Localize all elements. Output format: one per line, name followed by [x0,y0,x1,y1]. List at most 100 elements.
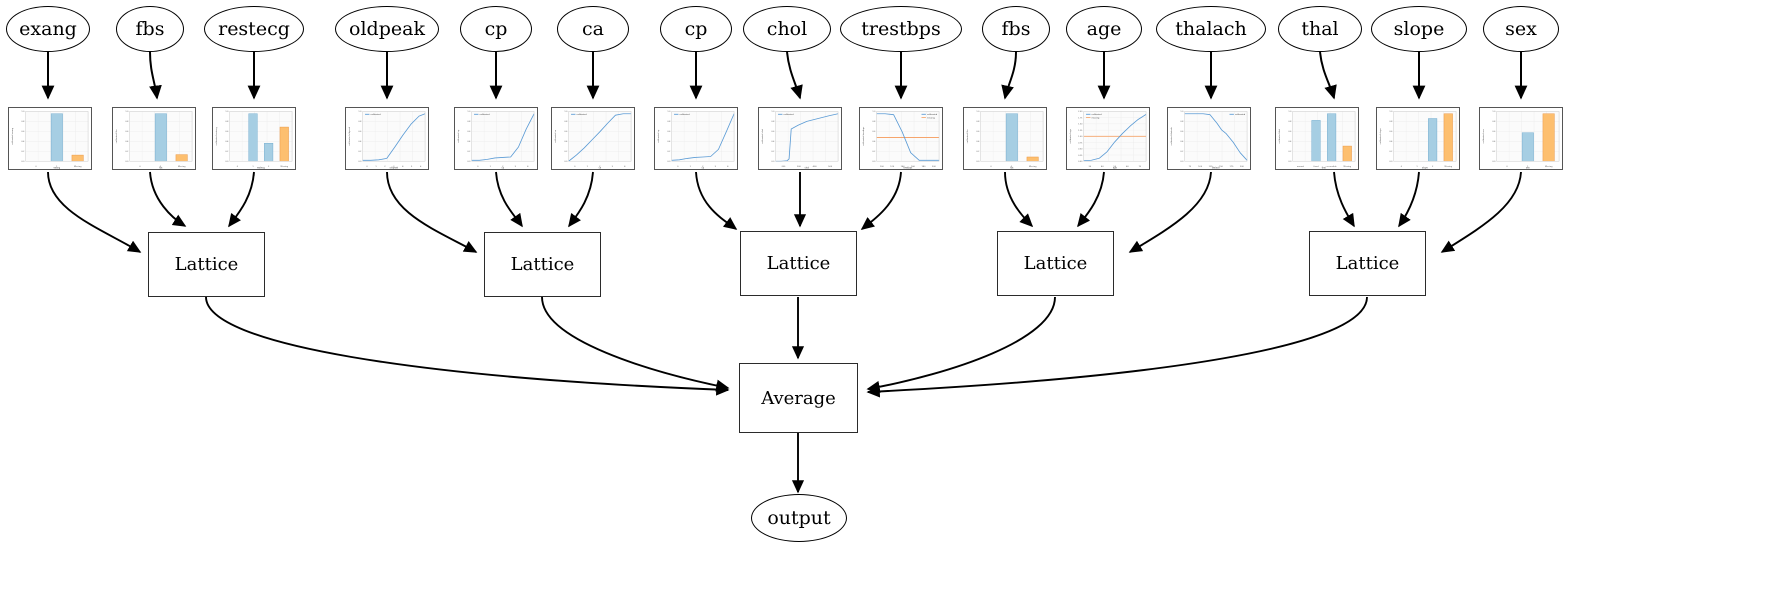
svg-text:1.75: 1.75 [1078,117,1083,119]
lattice-node-4[interactable]: Lattice [997,231,1114,296]
svg-text:4: 4 [624,166,626,168]
svg-text:1.00: 1.00 [1078,136,1083,138]
lattice-node-2[interactable]: Lattice [484,232,601,297]
svg-text:0.8: 0.8 [467,121,471,123]
svg-text:100: 100 [1198,166,1203,168]
feature-node-exang[interactable]: exang [6,6,90,52]
feature-node-cp-1[interactable]: cp [460,6,532,52]
svg-text:1.0: 1.0 [125,111,129,113]
svg-text:4: 4 [402,166,404,168]
lattice-node-1[interactable]: Lattice [148,232,265,297]
svg-text:1.0: 1.0 [564,111,568,113]
svg-text:0.2: 0.2 [125,151,129,153]
svg-text:300: 300 [797,166,802,168]
svg-text:0.4: 0.4 [771,141,775,143]
output-node[interactable]: output [751,494,847,542]
feature-node-age[interactable]: age [1066,6,1142,52]
svg-text:1.0: 1.0 [667,111,671,113]
svg-text:missing: missing [927,117,936,119]
svg-text:40: 40 [1101,166,1104,168]
feature-label: restecg [218,18,290,40]
feature-node-thal[interactable]: thal [1278,6,1362,52]
feature-node-slope[interactable]: slope [1371,6,1467,52]
feature-node-trestbps[interactable]: trestbps [840,6,962,52]
svg-text:1: 1 [160,166,162,168]
svg-text:calibrated: calibrated [371,113,382,116]
svg-text:0.6: 0.6 [225,131,229,133]
svg-text:0.6: 0.6 [358,131,362,133]
svg-text:0.4: 0.4 [976,141,980,143]
svg-text:thalach: thalach [1212,167,1221,169]
svg-text:0.8: 0.8 [225,121,229,123]
svg-text:0: 0 [1401,166,1403,168]
lattice-label: Lattice [1023,253,1088,274]
svg-text:60: 60 [1126,166,1129,168]
lattice-node-5[interactable]: Lattice [1309,231,1426,296]
svg-text:0: 0 [990,166,992,168]
svg-text:calibrated ca: calibrated ca [554,129,557,143]
feature-node-chol[interactable]: chol [743,6,831,52]
svg-text:calibrated: calibrated [1092,113,1103,116]
svg-text:0.4: 0.4 [667,141,671,143]
svg-text:0.4: 0.4 [358,141,362,143]
svg-text:0.0: 0.0 [21,161,25,163]
feature-node-ca[interactable]: ca [557,6,629,52]
svg-text:0.0: 0.0 [1288,161,1292,163]
feature-node-sex[interactable]: sex [1483,6,1559,52]
feature-node-fbs-2[interactable]: fbs [982,6,1050,52]
svg-text:2: 2 [1432,166,1434,168]
average-node[interactable]: Average [739,363,858,433]
feature-node-oldpeak[interactable]: oldpeak [335,6,439,52]
svg-text:0.0: 0.0 [125,161,129,163]
svg-text:calibrated fbs: calibrated fbs [966,129,969,143]
feature-node-thalach[interactable]: thalach [1156,6,1266,52]
svg-text:0: 0 [574,166,576,168]
feature-node-cp-2[interactable]: cp [660,6,732,52]
svg-text:0.6: 0.6 [1180,131,1184,133]
svg-text:0.8: 0.8 [358,121,362,123]
svg-text:age: age [1113,167,1118,169]
feature-label: trestbps [861,18,941,40]
svg-text:2: 2 [702,166,704,168]
svg-text:0.0: 0.0 [667,161,671,163]
svg-text:cp: cp [702,167,705,169]
svg-text:0: 0 [366,166,368,168]
lattice-node-3[interactable]: Lattice [740,231,857,296]
svg-text:0.2: 0.2 [1389,151,1393,153]
svg-text:0.2: 0.2 [976,151,980,153]
svg-text:calibrated sex: calibrated sex [1482,128,1485,143]
svg-text:calibrated thalach: calibrated thalach [1170,126,1173,145]
feature-label: fbs [135,18,165,40]
feature-node-restecg[interactable]: restecg [204,6,304,52]
svg-text:100: 100 [880,166,885,168]
feature-node-fbs-1[interactable]: fbs [116,6,184,52]
svg-text:1: 1 [587,166,589,168]
svg-text:0.8: 0.8 [21,121,25,123]
svg-text:calibrated thal: calibrated thal [1278,129,1281,144]
svg-text:0.0: 0.0 [564,161,568,163]
svg-text:0.0: 0.0 [1492,161,1496,163]
svg-text:0.8: 0.8 [771,121,775,123]
